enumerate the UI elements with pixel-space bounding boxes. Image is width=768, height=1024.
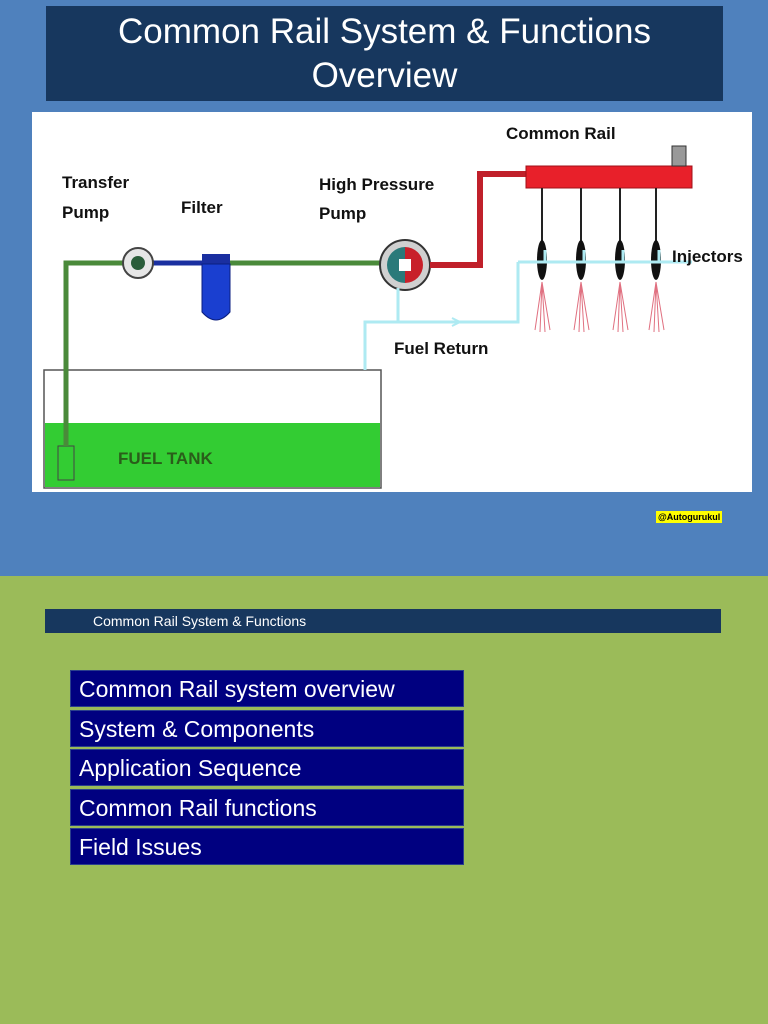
label-high-pressure-2: Pump	[319, 204, 366, 223]
diagram-svg: Common Rail Transfer Pump Filter High Pr…	[43, 124, 743, 489]
label-transfer-pump-1: Transfer	[62, 173, 129, 192]
supply-line	[63, 260, 132, 446]
title-line-2: Overview	[311, 56, 458, 95]
slide-title: Common Rail System & Functions Overview	[46, 6, 723, 101]
section-header: Common Rail System & Functions	[45, 609, 721, 633]
label-transfer-pump-2: Pump	[62, 203, 109, 222]
fuel-return-lines	[363, 250, 692, 370]
label-common-rail: Common Rail	[506, 124, 616, 143]
return-arrow	[451, 317, 463, 327]
injectors-group	[534, 188, 665, 333]
transfer-pump-core	[131, 256, 145, 270]
agenda-menu: Common Rail system overview System & Com…	[70, 670, 464, 868]
menu-item-application-sequence[interactable]: Application Sequence	[70, 749, 464, 786]
filter-body	[201, 263, 231, 321]
high-pressure-line	[430, 171, 527, 268]
menu-item-system-overview[interactable]: Common Rail system overview	[70, 670, 464, 707]
label-filter: Filter	[181, 198, 223, 217]
menu-item-system-components[interactable]: System & Components	[70, 709, 464, 747]
rail-pressure-sensor	[671, 145, 687, 167]
hp-pump-center	[399, 259, 411, 271]
hp-pump-teal-half	[387, 247, 405, 283]
fuel-level	[45, 423, 380, 487]
title-line-1: Common Rail System & Functions	[118, 12, 651, 51]
label-high-pressure-1: High Pressure	[319, 175, 434, 194]
label-fuel-return: Fuel Return	[394, 339, 488, 358]
hp-pump-red-half	[405, 247, 423, 283]
menu-item-field-issues[interactable]: Field Issues	[70, 828, 464, 865]
filter-top	[202, 254, 230, 264]
menu-item-common-rail-functions[interactable]: Common Rail functions	[70, 788, 464, 826]
common-rail-diagram: Common Rail Transfer Pump Filter High Pr…	[32, 112, 752, 492]
common-rail	[525, 165, 693, 189]
label-injectors: Injectors	[672, 247, 743, 266]
slide-overview: Common Rail System & Functions Overview	[0, 0, 768, 576]
label-fuel-tank: FUEL TANK	[118, 449, 213, 468]
watermark-badge: @Autogurukul	[656, 511, 723, 523]
